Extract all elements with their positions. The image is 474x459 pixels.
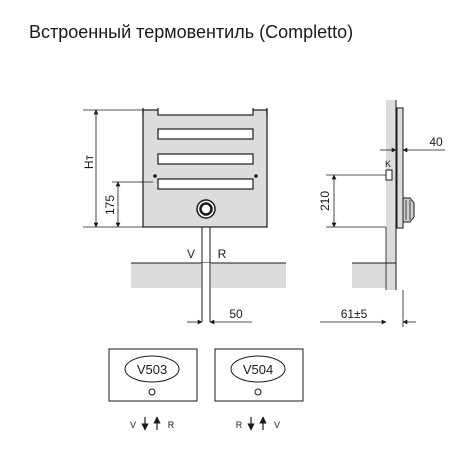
valve-knob-side-icon	[402, 197, 415, 223]
floor-side	[352, 263, 394, 288]
radiator-bar	[157, 128, 254, 140]
depth-label: 61±5	[341, 307, 368, 321]
side-view: K 40 210 61±5	[318, 100, 445, 327]
height-label: Нт	[82, 154, 96, 169]
variant-left-label: V	[130, 420, 136, 430]
connection-r-label: R	[218, 247, 227, 261]
wall	[386, 100, 396, 290]
page-title: Встроенный термовентиль (Completto)	[29, 22, 354, 42]
radiator-bar	[157, 153, 254, 165]
variant-code: V504	[243, 362, 273, 377]
front-view: Нт 175 V R 50	[82, 96, 286, 325]
variant-code: V503	[137, 362, 167, 377]
variant-right-label: V	[274, 420, 280, 430]
radiator-bar	[157, 178, 254, 190]
variant-right-label: R	[168, 420, 175, 430]
connection-v-label: V	[187, 247, 195, 261]
valve-height-label: 175	[103, 195, 117, 215]
variant-left-label: R	[236, 420, 243, 430]
valve-knob-icon	[196, 199, 216, 219]
variant-v503: V503 V R	[108, 348, 198, 431]
valve-stub	[385, 169, 393, 181]
wall-offset-label: 40	[429, 135, 443, 149]
valve-marker-label: K	[385, 159, 391, 169]
connection-spacing-label: 50	[229, 307, 243, 321]
variant-v504: V504 R V	[214, 348, 304, 431]
radiator-side-profile	[396, 107, 404, 229]
side-valve-height-label: 210	[318, 191, 332, 211]
